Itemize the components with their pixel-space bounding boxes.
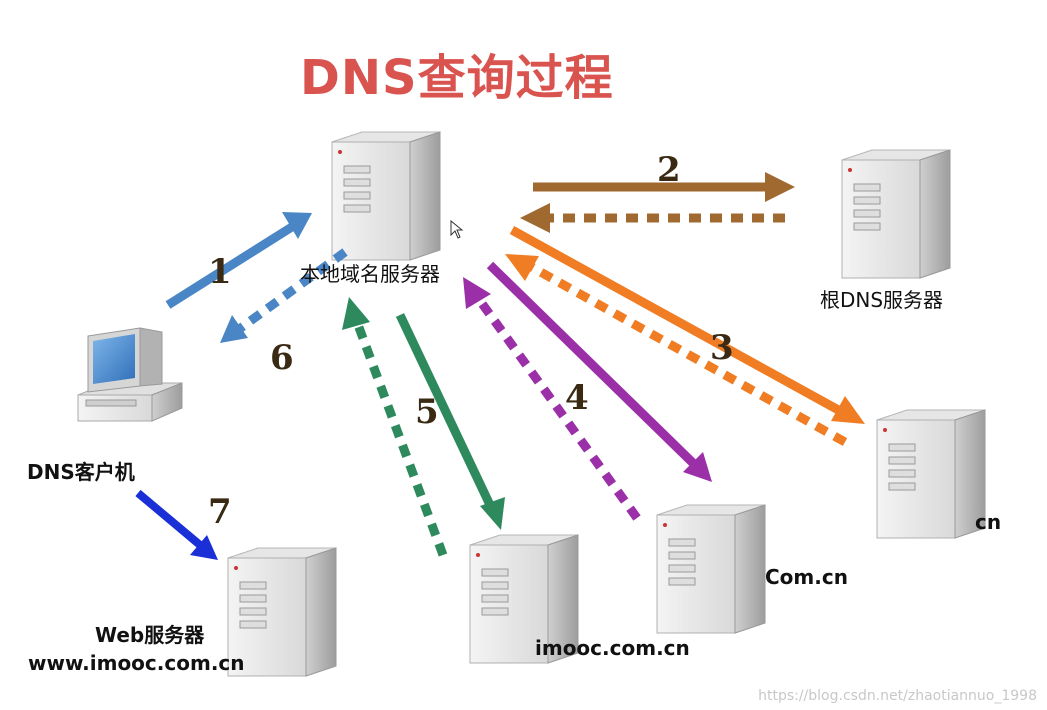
root-dns-server-label: 根DNS服务器 [820, 288, 944, 312]
mouse-cursor-icon [450, 220, 464, 239]
web-server-label: Web服务器 [95, 623, 205, 647]
local-dns-server-icon [331, 131, 441, 261]
com-cn-server-label: Com.cn [765, 565, 848, 589]
arrow-step-6 [220, 248, 348, 343]
step-7-label: 7 [208, 492, 232, 532]
local-dns-server-label: 本地域名服务器 [300, 262, 440, 286]
com-cn-server-icon [656, 504, 766, 634]
step-6-label: 6 [270, 338, 294, 378]
arrow-step-4 [463, 261, 712, 521]
arrow-step-7 [135, 489, 218, 560]
cn-server-icon [876, 409, 986, 539]
imooc-server-label: imooc.com.cn [535, 636, 690, 660]
watermark-url: https://blog.csdn.net/zhaotiannuo_1998 [758, 688, 1037, 704]
web-server-domain-label: www.imooc.com.cn [28, 651, 245, 675]
arrow-step-1 [165, 212, 312, 309]
step-4-label: 4 [565, 378, 589, 418]
cn-server-label: cn [975, 510, 1002, 534]
dns-client-label: DNS客户机 [27, 460, 135, 484]
arrow-step-2 [520, 172, 795, 233]
step-3-label: 3 [710, 328, 734, 368]
arrow-step-3 [505, 226, 865, 446]
arrow-step-5 [342, 297, 505, 557]
client-computer-icon [77, 327, 183, 422]
step-1-label: 1 [208, 252, 232, 292]
step-5-label: 5 [415, 392, 439, 432]
root-dns-server-icon [841, 149, 951, 279]
diagram-title: DNS查询过程 [300, 50, 614, 106]
step-2-label: 2 [657, 150, 681, 190]
